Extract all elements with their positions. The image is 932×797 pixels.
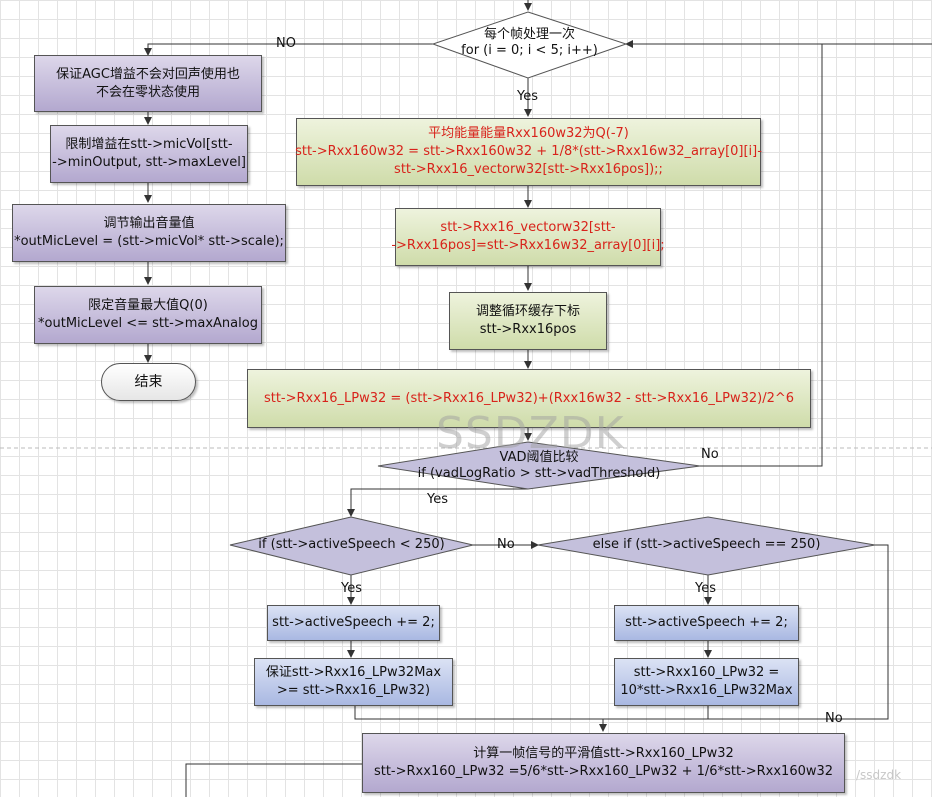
box-text-line: stt->Rxx160w32 = stt->Rxx160w32 + 1/8*(s…	[295, 144, 762, 159]
top-yes-label: Yes	[517, 89, 538, 104]
vad-no-label: No	[701, 447, 719, 462]
box-text-line: stt->activeSpeech += 2;	[625, 615, 788, 630]
box-text-line: stt->Rxx16pos	[479, 322, 577, 337]
set-rxx160-box: stt->Rxx160_LPw32 = 10*stt->Rxx16_LPw32M…	[614, 658, 799, 706]
agc-echo-guard-box: 保证AGC增益不会对回声使用也 不会在零状态使用	[34, 55, 262, 112]
box-text-line: 保证stt->Rxx16_LPw32Max	[265, 665, 442, 680]
adjust-buffer-index-box: 调整循环缓存下标 stt->Rxx16pos	[449, 292, 607, 350]
box-text-line: *outMicLevel <= stt->maxAnalog	[38, 316, 258, 331]
end-label: 结束	[134, 374, 163, 390]
right-decision-no-label: No	[825, 711, 843, 726]
ensure-max-box: 保证stt->Rxx16_LPw32Max >= stt->Rxx16_LPw3…	[254, 658, 453, 706]
box-text-line: ->Rxx16pos]=stt->Rxx16w32_array[0][i];	[391, 238, 665, 253]
box-text-line: 调节输出音量值	[103, 216, 195, 231]
decision-text-line: if (vadLogRatio > stt->vadThreshold)	[417, 466, 661, 481]
right-increment-box: stt->activeSpeech += 2;	[614, 605, 799, 641]
box-text-line: 不会在零状态使用	[95, 84, 200, 100]
box-text-line: stt->Rxx160_LPw32 =	[633, 665, 780, 680]
decision-text-line: for (i = 0; i < 5; i++)	[461, 43, 598, 58]
decision-text-line: VAD阈值比较	[499, 450, 579, 465]
limit-gain-box: 限制增益在stt->micVol[stt- ->minOutput, stt->…	[50, 125, 248, 183]
frame-loop-decision: 每个帧处理一次 for (i = 0; i < 5; i++)	[433, 27, 626, 59]
box-text-line: 平均能量能量Rxx160w32为Q(-7)	[428, 126, 629, 141]
end-terminal: 结束	[101, 363, 196, 401]
active-speech-lt-250-decision: if (stt->activeSpeech < 250)	[258, 537, 445, 552]
box-text-line: 限定音量最大值Q(0)	[88, 298, 208, 313]
left-decision-yes-label: Yes	[341, 581, 362, 596]
box-text-line: 计算一帧信号的平滑值stt->Rxx160_LPw32	[473, 746, 734, 761]
box-text-line: *outMicLevel = (stt->micVol* stt->scale)…	[14, 234, 284, 249]
box-text-line: 10*stt->Rxx16_LPw32Max	[620, 683, 793, 698]
box-text-line: stt->activeSpeech += 2;	[272, 615, 435, 630]
update-vector-box: stt->Rxx16_vectorw32[stt- ->Rxx16pos]=st…	[391, 208, 665, 266]
watermark: SSDZDK	[436, 408, 625, 459]
box-text-line: stt->Rxx16_vectorw32[stt->Rxx16pos]);;	[394, 162, 663, 177]
box-text-line: 调整循环缓存下标	[475, 304, 580, 319]
box-text-line: stt->Rxx16_LPw32 = (stt->Rxx16_LPw32)+(R…	[263, 390, 795, 406]
active-speech-eq-250-decision: else if (stt->activeSpeech == 250)	[592, 537, 821, 552]
box-text-line: stt->Rxx160_LPw32 =5/6*stt->Rxx160_LPw32…	[373, 764, 834, 779]
average-energy-box: 平均能量能量Rxx160w32为Q(-7) stt->Rxx160w32 = s…	[295, 118, 762, 186]
box-text-line: ->minOutput, stt->maxLevel]	[52, 155, 246, 170]
box-text-line: >= stt->Rxx16_LPw32)	[276, 683, 431, 698]
decision-text-line: 每个帧处理一次	[483, 27, 575, 42]
box-text-line: 限制增益在stt->micVol[stt-	[65, 137, 233, 152]
vad-yes-label: Yes	[427, 492, 448, 507]
lowpass-update-box: stt->Rxx16_LPw32 = (stt->Rxx16_LPw32)+(R…	[247, 369, 811, 428]
box-text-line: stt->Rxx16_vectorw32[stt-	[440, 220, 616, 235]
left-decision-no-label: No	[497, 537, 515, 552]
left-increment-box: stt->activeSpeech += 2;	[267, 605, 440, 641]
right-decision-yes-label: Yes	[695, 581, 716, 596]
watermark-small: /ssdzdk	[856, 768, 902, 782]
top-no-label: NO	[276, 36, 296, 51]
limit-max-volume-box: 限定音量最大值Q(0) *outMicLevel <= stt->maxAnal…	[34, 286, 262, 344]
adjust-output-volume-box: 调节输出音量值 *outMicLevel = (stt->micVol* stt…	[12, 204, 286, 262]
frame-smoothing-box: 计算一帧信号的平滑值stt->Rxx160_LPw32 stt->Rxx160_…	[362, 733, 845, 793]
box-text-line: 保证AGC增益不会对回声使用也	[56, 66, 240, 82]
vad-decision: VAD阈值比较 if (vadLogRatio > stt->vadThresh…	[378, 450, 700, 482]
